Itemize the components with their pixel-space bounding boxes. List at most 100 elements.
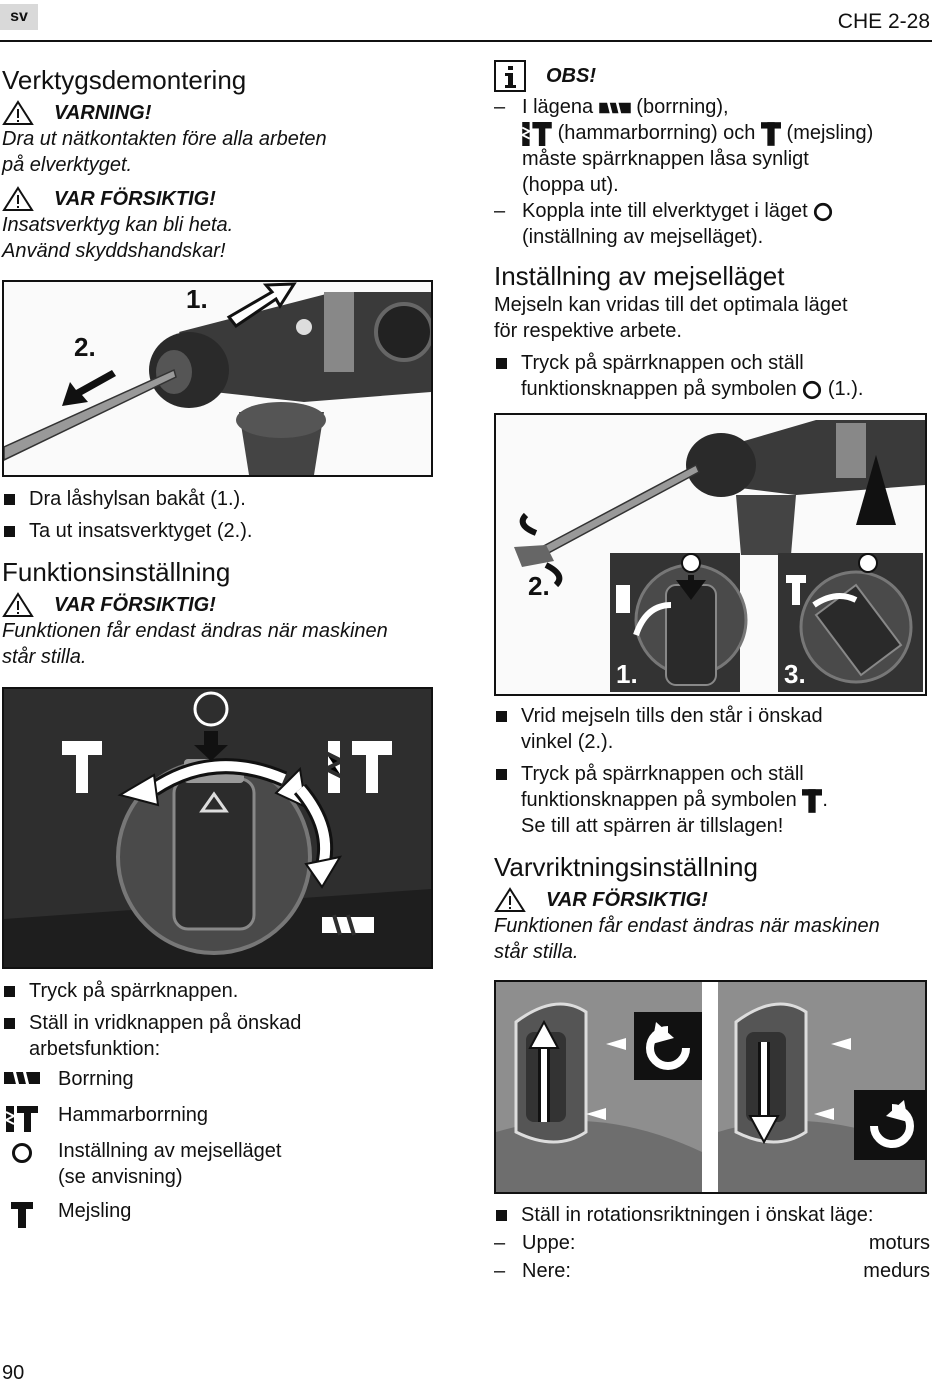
mode-list: Borrning Hammarborrning Inställning av m…	[2, 1066, 437, 1234]
caution-text-line: Använd skyddshandskar!	[2, 240, 226, 262]
chisel-steps: Vrid mejseln tills den står i önskad vin…	[494, 703, 930, 965]
list-item-text: .	[822, 789, 828, 811]
caution-label: VAR FÖRSIKTIG!	[54, 594, 216, 616]
figure-chisel-position: 1. 2. 3.	[494, 413, 927, 696]
step-label: 1.	[186, 284, 208, 314]
caution-header: VAR FÖRSIKTIG!	[494, 887, 930, 913]
note-line: I lägena (borrning),	[522, 94, 930, 120]
warning-header: VARNING!	[2, 100, 437, 126]
note-text: (hammarborrning) och	[557, 122, 756, 144]
note-label: OBS!	[546, 65, 596, 87]
rotation-switch-illustration	[496, 982, 925, 1192]
paragraph-line: Mejseln kan vridas till det optimala läg…	[494, 294, 848, 316]
circle-icon	[2, 1138, 42, 1164]
note-text: Koppla inte till elverktyget i läget	[522, 200, 808, 222]
tool-removal-steps: Dra låshylsan bakåt (1.). Ta ut insatsve…	[2, 486, 437, 670]
mode-label: Hammarborrning	[58, 1104, 209, 1126]
caution-text-line: Funktionen får endast ändras när maskine…	[494, 915, 880, 937]
note-text: I lägena	[522, 96, 594, 118]
step-label: 3.	[784, 659, 806, 689]
caution-header: VAR FÖRSIKTIG!	[2, 592, 437, 618]
mode-item: Inställning av mejselläget (se anvisning…	[2, 1138, 437, 1198]
list-item: Ställ in vridknappen på önskad arbetsfun…	[2, 1010, 437, 1062]
model-number: CHE 2-28	[837, 10, 930, 33]
mode-label: Inställning av mejselläget (se anvisning…	[42, 1138, 437, 1190]
note-text: (mejsling)	[786, 122, 874, 144]
rotation-position: Nere:	[522, 1260, 571, 1282]
figure-tool-removal: 1. 2.	[2, 280, 433, 477]
section-title-tool-removal: Verktygsdemontering	[2, 65, 247, 95]
list-item-line: arbetsfunktion:	[29, 1038, 161, 1060]
mode-item: Borrning	[2, 1066, 437, 1102]
rotation-direction: medurs	[863, 1260, 930, 1282]
list-item-text: (1.).	[827, 378, 864, 400]
warning-label: VARNING!	[54, 102, 152, 124]
list-item: Vrid mejseln tills den står i önskad vin…	[494, 703, 930, 755]
rotation-steps: Ställ in rotationsriktningen i önskat lä…	[494, 1202, 930, 1284]
list-item-line: Se till att spärren är tillslagen!	[521, 815, 784, 837]
warning-triangle-icon	[2, 592, 34, 617]
note-box: OBS! I lägena (borrning), (hammarborrnin…	[494, 60, 930, 402]
drill-illustration	[4, 282, 431, 475]
circle-icon	[814, 202, 833, 221]
list-item-line: vinkel (2.).	[521, 731, 614, 753]
list-item: Dra låshylsan bakåt (1.).	[2, 486, 437, 512]
mode-label: Borrning	[58, 1068, 134, 1090]
chisel-icon	[802, 788, 823, 813]
list-item-text: funktionsknappen på symbolen	[521, 378, 797, 400]
list-item-line: funktionsknappen på symbolen .	[521, 787, 930, 813]
note-text: (borrning),	[636, 96, 729, 118]
paragraph-line: för respektive arbete.	[494, 320, 682, 342]
caution-label: VAR FÖRSIKTIG!	[54, 188, 216, 210]
list-item-line: Ställ in vridknappen på önskad	[29, 1012, 302, 1034]
section-title-function-setting: Funktionsinställning	[2, 557, 231, 587]
section-tool-removal: Verktygsdemontering VARNING! Dra ut nätk…	[2, 64, 437, 264]
note-item: Koppla inte till elverktyget i läget (in…	[494, 198, 930, 250]
language-badge: sv	[0, 4, 38, 30]
rotation-position: Uppe:	[522, 1232, 576, 1254]
mode-label: Mejsling	[58, 1200, 132, 1222]
note-line: (hammarborrning) och (mejsling)	[522, 120, 930, 146]
list-item: Tryck på spärrknappen.	[2, 978, 437, 1004]
step-label: 2.	[528, 571, 550, 601]
function-setting-steps: Tryck på spärrknappen. Ställ in vridknap…	[2, 978, 437, 1234]
list-item: Ta ut insatsverktyget (2.).	[2, 518, 437, 544]
caution-text-line: står stilla.	[2, 646, 87, 668]
rotation-item: Uppe: moturs	[494, 1230, 930, 1256]
note-item: I lägena (borrning), (hammarborrning) oc…	[494, 94, 930, 198]
caution-text-line: Insatsverktyg kan bli heta.	[2, 214, 234, 236]
section-title-rotation-direction: Varvriktningsinställning	[494, 852, 758, 882]
list-item: Ställ in rotationsriktningen i önskat lä…	[494, 1202, 930, 1228]
warning-text-line: på elverktyget.	[2, 154, 133, 176]
warning-triangle-icon	[494, 887, 526, 912]
figure-mode-selector	[2, 687, 433, 969]
circle-icon	[803, 380, 822, 399]
chisel-icon	[760, 121, 781, 146]
step-label: 1.	[616, 659, 638, 689]
mode-knob-illustration	[4, 691, 431, 967]
mode-label-line: (se anvisning)	[58, 1166, 183, 1188]
chisel-icon	[2, 1198, 42, 1228]
rotation-direction: moturs	[868, 1232, 930, 1254]
header-rule	[0, 40, 932, 42]
warning-triangle-icon	[2, 186, 34, 211]
list-item: Tryck på spärrknappen och ställ funktion…	[494, 350, 930, 402]
drill-icon	[598, 100, 631, 115]
list-item-line: funktionsknappen på symbolen (1.).	[521, 376, 930, 402]
mode-label-line: Inställning av mejselläget	[58, 1140, 282, 1162]
chisel-illustration	[514, 420, 925, 692]
rotation-item: Nere: medurs	[494, 1258, 930, 1284]
note-line: måste spärrknappen låsa synligt	[522, 148, 809, 170]
hammer-drill-icon	[522, 121, 552, 146]
caution-text-line: Funktionen får endast ändras när maskine…	[2, 620, 388, 642]
info-icon	[494, 60, 526, 92]
caution-label: VAR FÖRSIKTIG!	[546, 889, 708, 911]
list-item-line: Vrid mejseln tills den står i önskad	[521, 705, 823, 727]
hammer-drill-icon	[2, 1102, 42, 1132]
drill-icon	[2, 1066, 42, 1086]
warning-text-line: Dra ut nätkontakten före alla arbeten	[2, 128, 327, 150]
caution-header: VAR FÖRSIKTIG!	[2, 186, 437, 212]
warning-triangle-icon	[2, 100, 34, 125]
note-line: (inställning av mejselläget).	[522, 226, 764, 248]
step-label: 2.	[74, 332, 96, 362]
